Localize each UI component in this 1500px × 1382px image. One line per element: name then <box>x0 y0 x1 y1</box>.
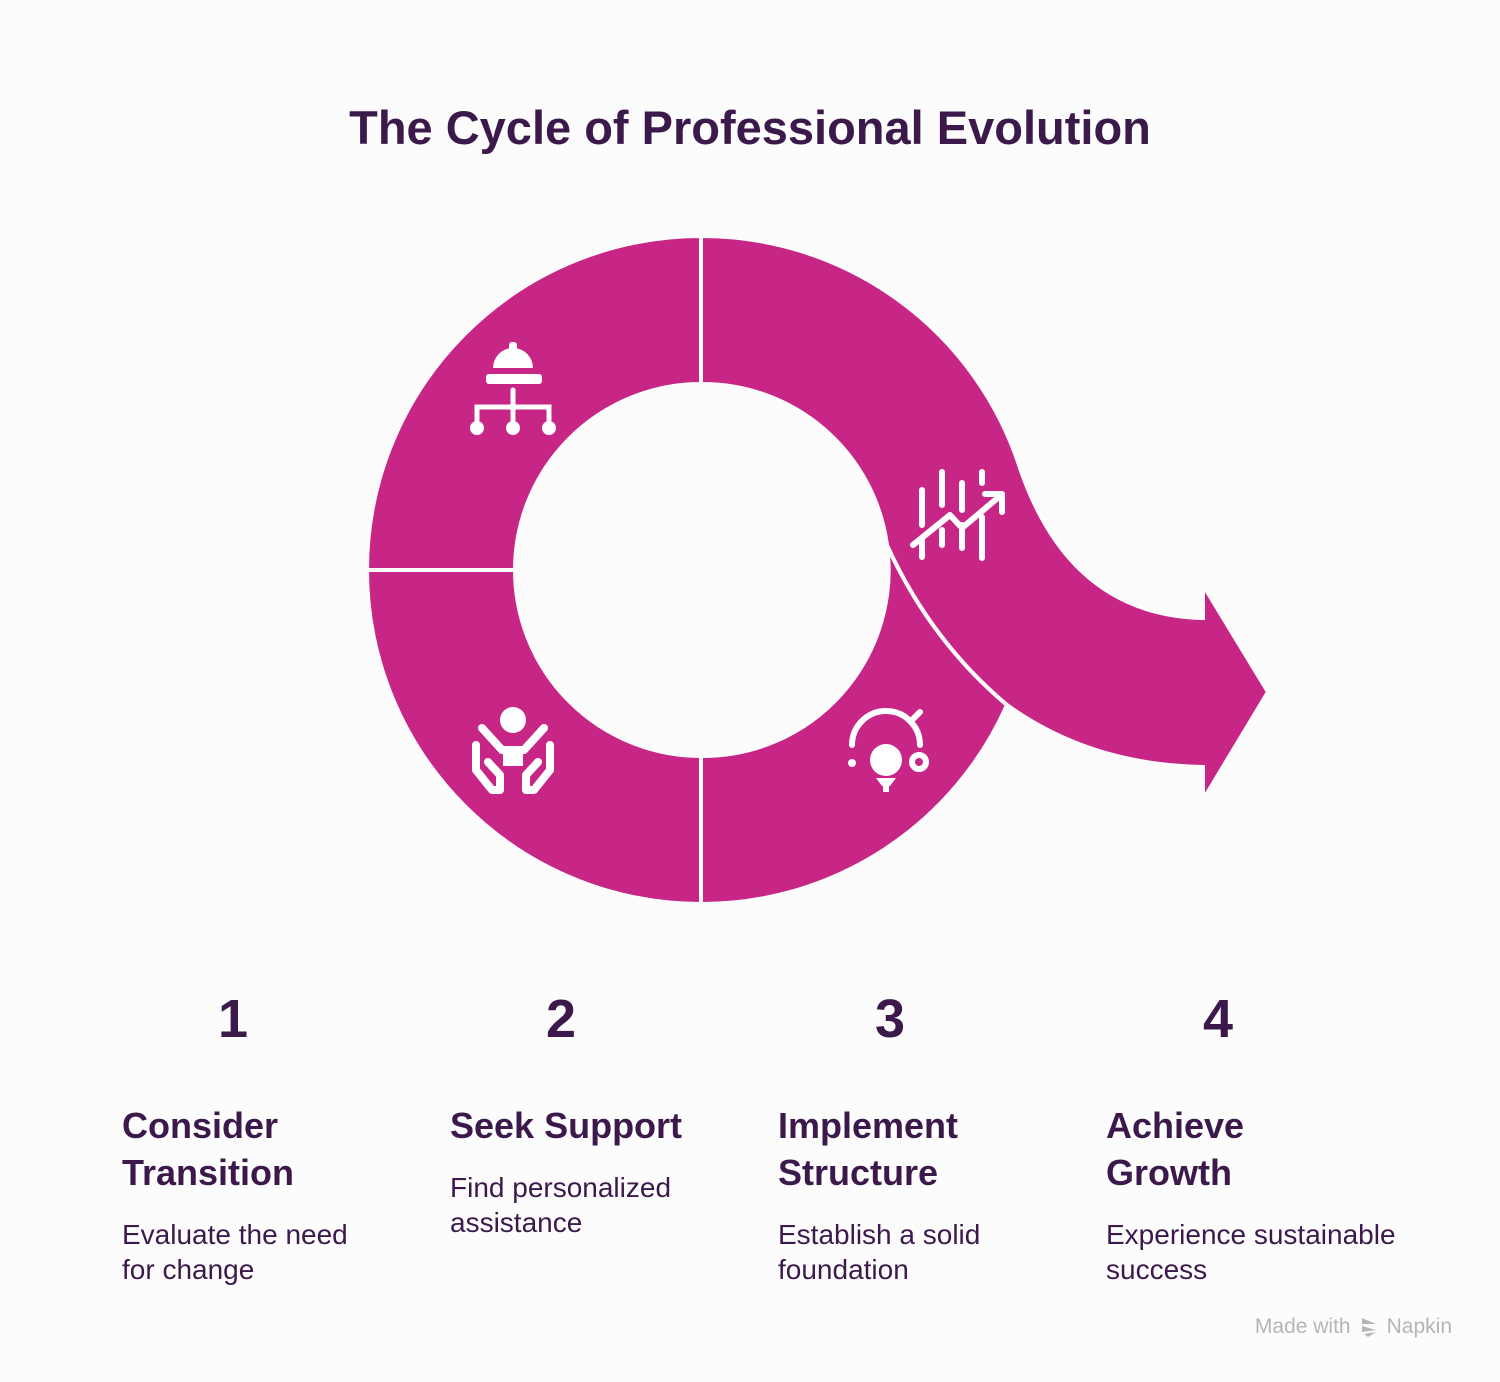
step-3-title: Implement Structure <box>778 1105 959 1193</box>
step-4-number: 4 <box>1202 989 1234 1049</box>
step-4-title: Achieve Growth <box>1106 1105 1245 1193</box>
step-3-number: 3 <box>874 989 906 1049</box>
step-2-description: Find personalized assistance <box>450 1172 672 1238</box>
made-with-napkin-badge: Made with Napkin <box>1255 1315 1452 1339</box>
segment-consider-transition <box>364 233 703 572</box>
step-4-description: Experience sustainable success <box>1106 1219 1396 1285</box>
hardhat-hierarchy-icon <box>470 342 556 435</box>
napkin-brand-label: Napkin <box>1386 1315 1452 1338</box>
step-1-description: Evaluate the need for change <box>122 1219 348 1285</box>
napkin-logo-icon <box>1361 1318 1376 1337</box>
step-1-number: 1 <box>217 989 249 1049</box>
hands-person-support-icon <box>472 707 554 794</box>
growth-chart-icon <box>910 469 1005 561</box>
page-title: The Cycle of Professional Evolution <box>349 101 1151 154</box>
step-3-description: Establish a solid foundation <box>778 1219 981 1285</box>
step-2-title: Seek Support <box>450 1105 683 1146</box>
step-2-number: 2 <box>545 989 577 1049</box>
made-with-label: Made with <box>1254 1315 1351 1338</box>
step-1-title: Consider Transition <box>122 1105 295 1193</box>
lightbulb-cycle-icon <box>848 708 929 792</box>
